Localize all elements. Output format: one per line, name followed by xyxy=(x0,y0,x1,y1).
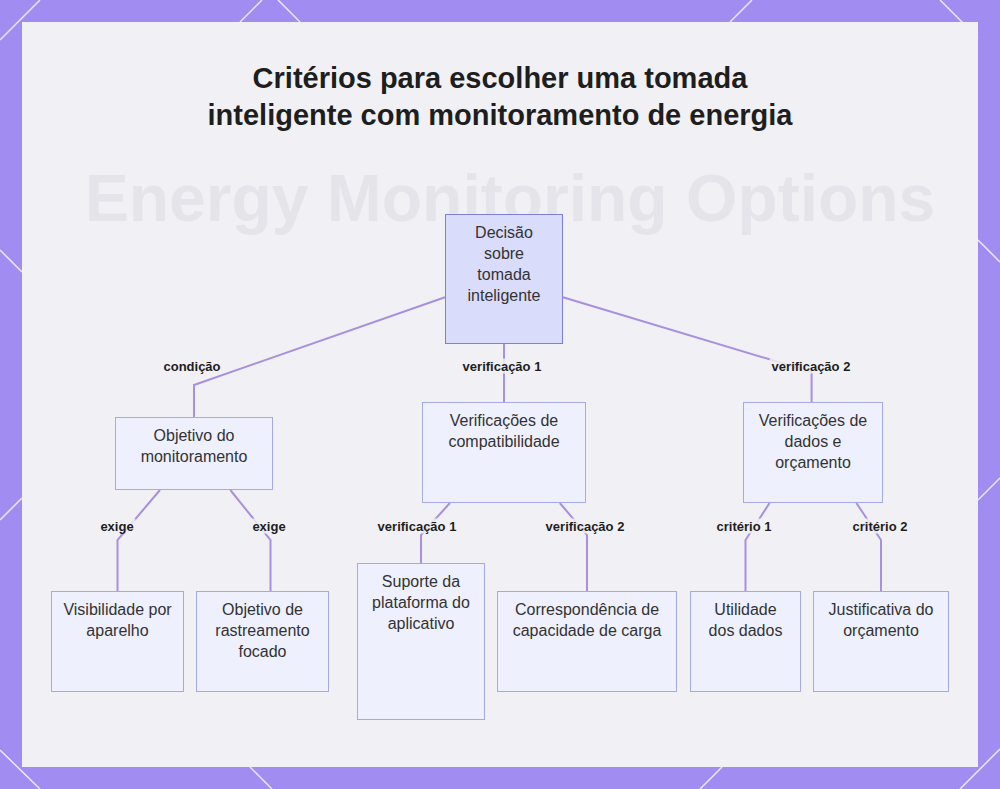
connector-line xyxy=(230,490,270,591)
edge-label: verificação 2 xyxy=(770,359,853,374)
criteria-box: Objetivo de rastreamento focado xyxy=(196,591,329,692)
criteria-box: Utilidade dos dados xyxy=(690,591,801,692)
connector-line xyxy=(194,297,445,417)
edge-label: exige xyxy=(250,519,287,534)
edge-label: verificação 1 xyxy=(461,359,544,374)
criteria-box: Suporte da plataforma do aplicativo xyxy=(357,563,485,720)
connector-line xyxy=(856,503,881,591)
diagram-title: Critérios para escolher uma tomada intel… xyxy=(200,60,800,134)
edge-label: condição xyxy=(161,359,222,374)
connector-line xyxy=(118,490,161,591)
criteria-box: Justificativa do orçamento xyxy=(813,591,949,692)
edge-label: verificação 1 xyxy=(376,519,459,534)
box-text: Objetivo de rastreamento focado xyxy=(207,599,318,662)
connector-line xyxy=(560,503,587,591)
edge-label: exige xyxy=(98,519,135,534)
edge-label: verificação 2 xyxy=(544,519,627,534)
box-text: Verificações de compatibilidade xyxy=(433,410,575,452)
box-text: Justificativa do orçamento xyxy=(824,599,938,641)
connector-line xyxy=(746,503,770,591)
criteria-box: Visibilidade por aparelho xyxy=(51,591,184,692)
criteria-box: Verificações de compatibilidade xyxy=(422,402,586,503)
box-text: Suporte da plataforma do aplicativo xyxy=(368,571,474,634)
connector-line xyxy=(563,297,812,402)
box-text: Decisão sobre tomada inteligente xyxy=(456,222,552,306)
criteria-box: Objetivo do monitoramento xyxy=(115,417,273,490)
box-text: Visibilidade por aparelho xyxy=(62,599,173,641)
box-text: Utilidade dos dados xyxy=(701,599,790,641)
edge-label: critério 1 xyxy=(715,519,774,534)
root-box: Decisão sobre tomada inteligente xyxy=(445,214,563,344)
box-text: Correspondência de capacidade de carga xyxy=(508,599,666,641)
box-text: Verificações de dados e orçamento xyxy=(754,410,872,473)
criteria-box: Verificações de dados e orçamento xyxy=(743,402,883,503)
edge-label: critério 2 xyxy=(851,519,910,534)
criteria-box: Correspondência de capacidade de carga xyxy=(497,591,677,692)
box-text: Objetivo do monitoramento xyxy=(126,425,262,467)
